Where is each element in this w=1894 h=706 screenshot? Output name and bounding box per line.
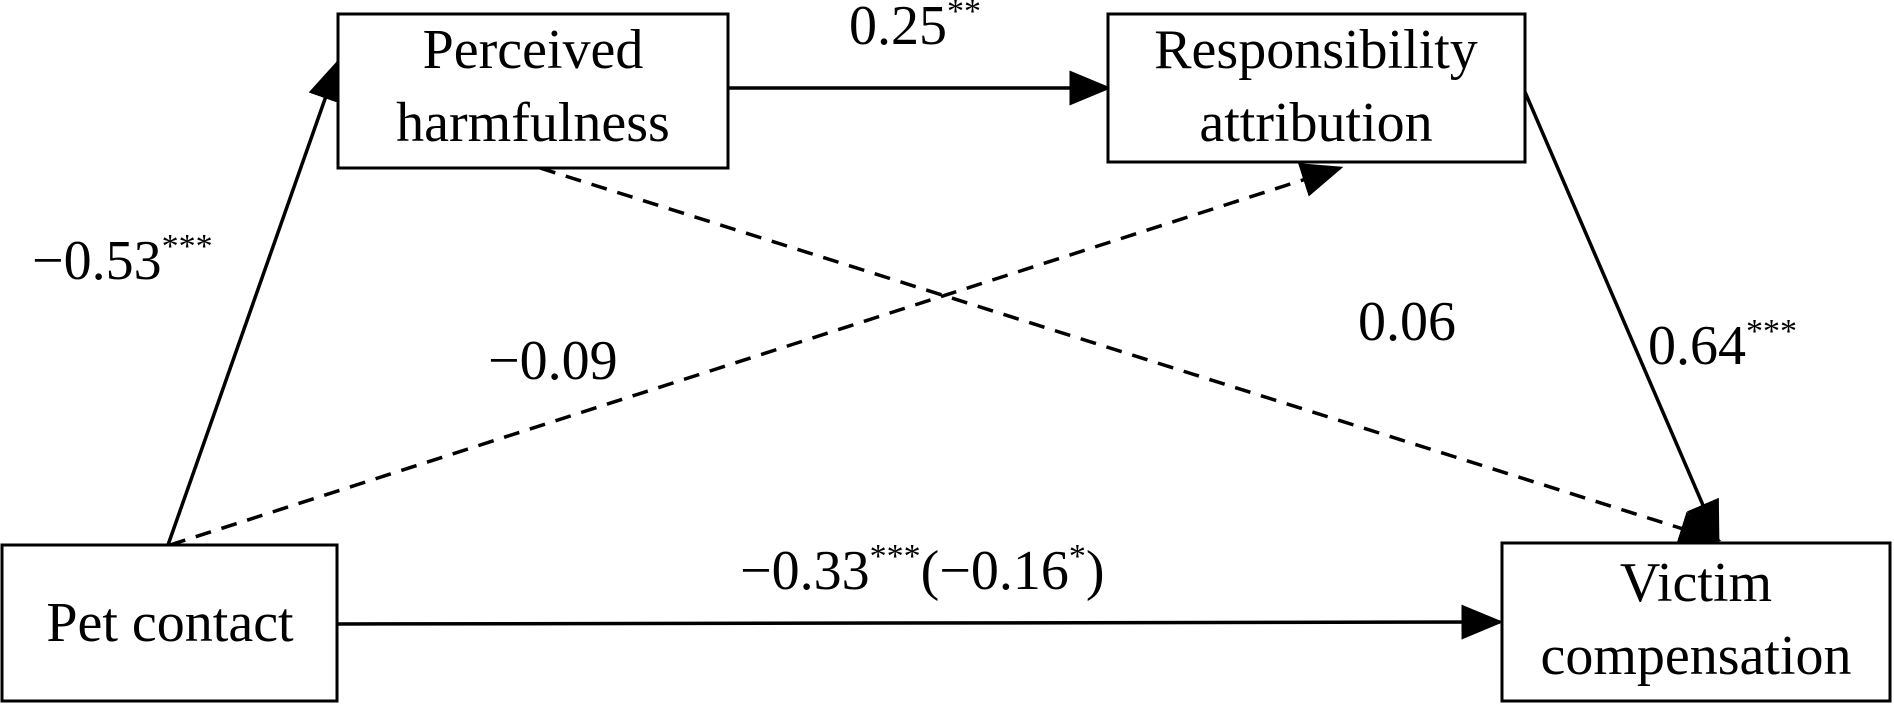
node-victim-compensation: Victim compensation bbox=[1500, 541, 1892, 703]
arrow-perceived-to-victim bbox=[539, 166, 1722, 546]
arrow-pet-to-perceived bbox=[166, 58, 342, 546]
node-responsibility-line2: attribution bbox=[1199, 92, 1432, 154]
label-pet-to-responsibility: −0.09 bbox=[488, 330, 618, 392]
node-responsibility-attribution: Responsibility attribution bbox=[1106, 12, 1527, 164]
label-responsibility-to-victim: 0.64*** bbox=[1648, 313, 1797, 377]
label-perceived-to-responsibility: 0.25** bbox=[849, 0, 981, 57]
label-perceived-to-victim: 0.06 bbox=[1358, 291, 1456, 353]
label-pet-to-victim: −0.33***(−0.16*) bbox=[740, 538, 1105, 602]
label-pet-to-perceived: −0.53*** bbox=[32, 228, 213, 292]
arrow-pet-to-responsibility bbox=[169, 163, 1344, 547]
node-pet-line1: Pet contact bbox=[46, 592, 294, 654]
node-pet-contact: Pet contact bbox=[0, 543, 339, 703]
node-victim-line1: Victim bbox=[1620, 552, 1772, 614]
node-perceived-line1: Perceived bbox=[423, 19, 644, 81]
arrow-pet-to-victim bbox=[336, 604, 1504, 640]
node-perceived-line2: harmfulness bbox=[396, 92, 670, 154]
arrow-responsibility-to-victim bbox=[1523, 91, 1720, 544]
node-responsibility-line1: Responsibility bbox=[1154, 19, 1478, 81]
node-victim-line2: compensation bbox=[1540, 625, 1851, 687]
node-perceived-harmfulness: Perceived harmfulness bbox=[336, 12, 730, 170]
